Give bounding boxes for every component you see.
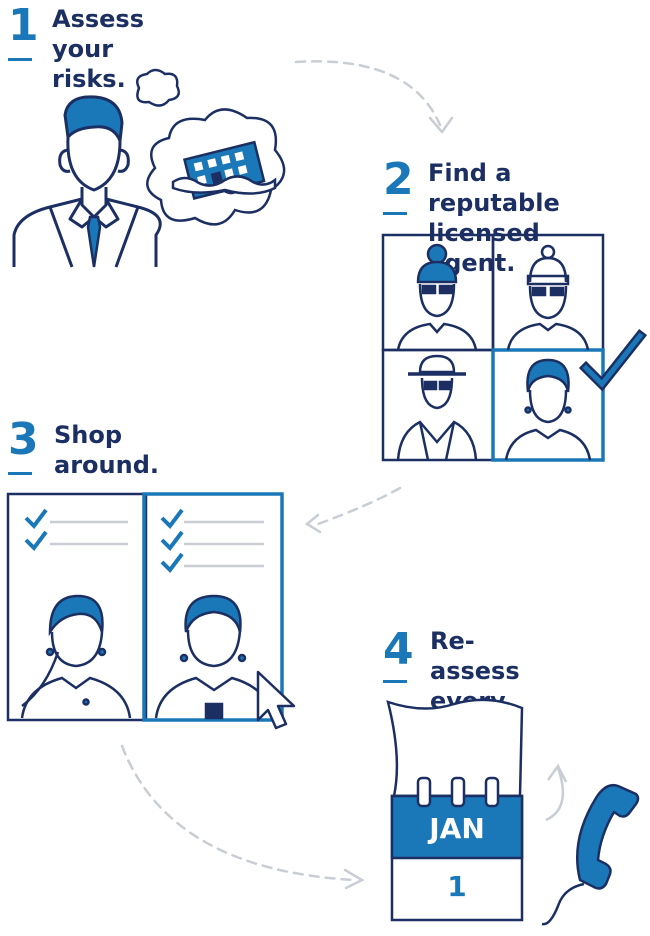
calendar-icon [386, 698, 524, 922]
step-3-title: Shop around. [54, 421, 159, 479]
agent-icon [396, 354, 478, 461]
agent-icon [506, 244, 590, 351]
phone-icon [541, 784, 640, 926]
calendar-day: 1 [447, 870, 467, 903]
cursor-icon [256, 670, 296, 730]
comparison-cards [6, 492, 296, 730]
step-3-number: 3 [8, 414, 39, 465]
step-2-number: 2 [383, 154, 414, 205]
step-2-underline [383, 212, 407, 215]
agent-grid [381, 233, 648, 462]
step-1-number: 1 [8, 0, 39, 51]
flood-house-icon [136, 68, 286, 226]
agent-icon [396, 243, 478, 351]
step-1-underline [8, 58, 32, 61]
agent-icon [154, 594, 274, 720]
step-4-underline [383, 680, 407, 683]
agent-icon [504, 358, 592, 461]
agent-icon [20, 594, 132, 719]
step-4-number: 4 [383, 624, 414, 675]
step-1-title: Assess your risks. [52, 5, 144, 93]
person-icon [12, 95, 162, 268]
step-3-underline [8, 472, 32, 475]
calendar-month: JAN [429, 812, 485, 845]
checkmark-icon [24, 508, 184, 574]
